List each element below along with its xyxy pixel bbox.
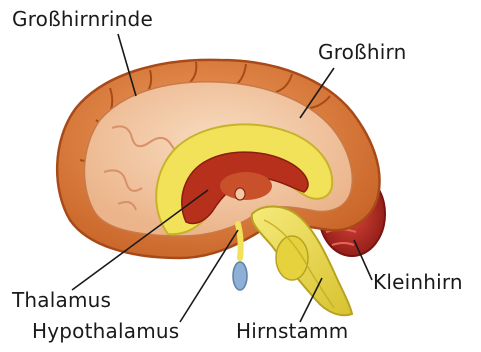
label-cortex: Großhirnrinde: [12, 9, 153, 29]
label-thalamus: Thalamus: [12, 290, 111, 310]
label-cerebrum: Großhirn: [318, 42, 407, 62]
label-cerebellum: Kleinhirn: [373, 272, 463, 292]
label-brainstem: Hirnstamm: [236, 321, 348, 341]
label-hypothalamus: Hypothalamus: [32, 321, 179, 341]
